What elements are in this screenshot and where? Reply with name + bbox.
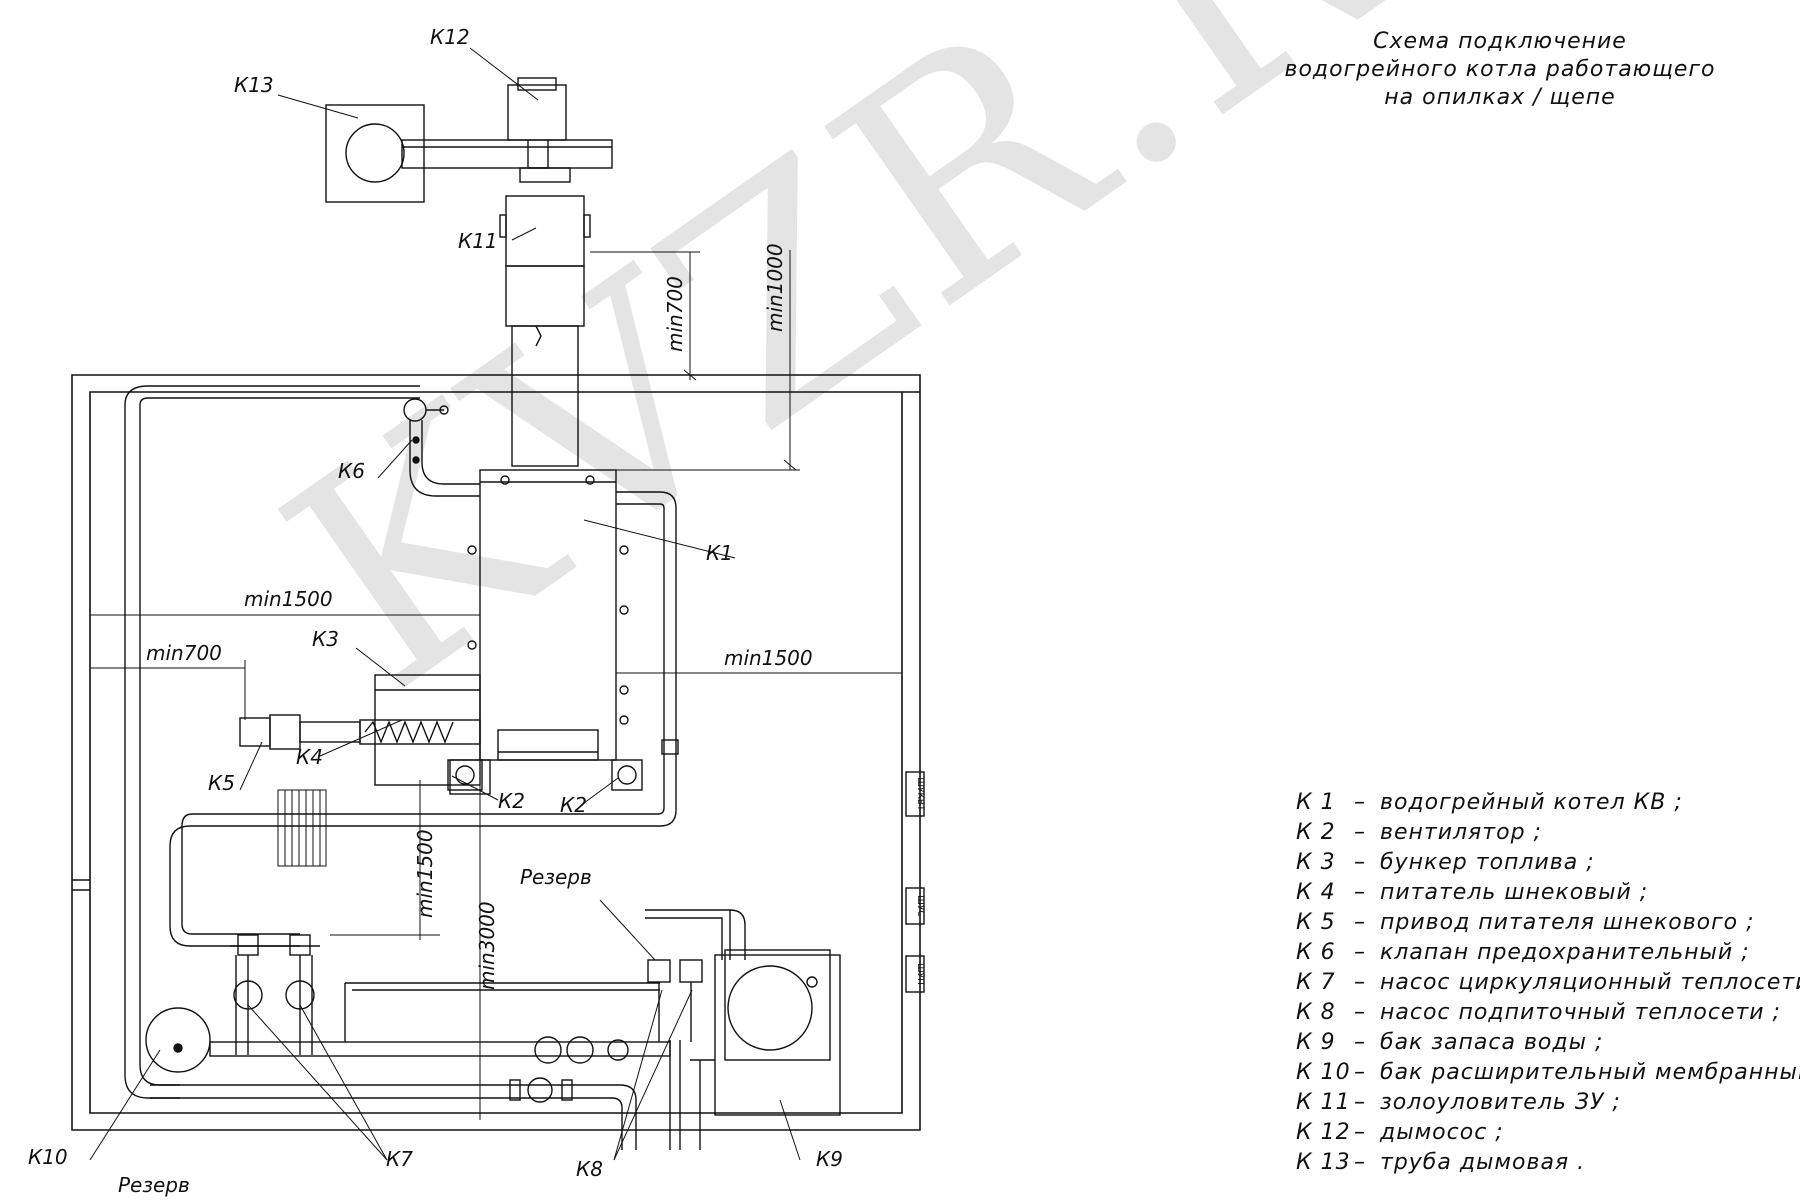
- label-k6: К6: [338, 459, 365, 483]
- legend-code: К 9: [1296, 1030, 1336, 1055]
- legend-code: К 1: [1296, 790, 1336, 815]
- chimney-k13: [325, 104, 613, 203]
- label-k2-first: К2: [498, 789, 525, 813]
- expansion-tank-k10: [145, 1007, 211, 1073]
- circulation-pumps-k7: [230, 934, 320, 1055]
- legend-item: К 8–насос подпиточный теплосети ;: [1296, 998, 1796, 1028]
- legend-item: К 3–бункер топлива ;: [1296, 848, 1796, 878]
- heat-exchanger: [277, 789, 327, 867]
- legend-item: К 1–водогрейный котел КВ ;: [1296, 788, 1796, 818]
- control-panels: [905, 771, 925, 993]
- legend-text: привод питателя шнекового ;: [1380, 910, 1755, 935]
- dim-min1500-vertical: min1500: [413, 829, 437, 918]
- legend-item: К 6–клапан предохранительный ;: [1296, 938, 1796, 968]
- legend-text: труба дымовая .: [1380, 1150, 1586, 1175]
- label-k11: К11: [458, 229, 498, 253]
- fans-k2: [447, 759, 643, 791]
- legend-item: К 4–питатель шнековый ;: [1296, 878, 1796, 908]
- water-tank-k9: [690, 909, 841, 1116]
- legend-code: К 2: [1296, 820, 1336, 845]
- legend-item: К 12–дымосос ;: [1296, 1118, 1796, 1148]
- legend-item: К 5–привод питателя шнекового ;: [1296, 908, 1796, 938]
- feeder-drive-k5: [239, 714, 361, 750]
- legend-code: К 3: [1296, 850, 1336, 875]
- title-line-2: водогрейного котла работающего: [1284, 57, 1716, 82]
- label-k3: К3: [312, 627, 339, 651]
- diagram-title: Схема подключение водогрейного котла раб…: [1240, 28, 1760, 112]
- legend-code: К 11: [1296, 1090, 1351, 1115]
- panel-shup-label: ШУП: [915, 963, 925, 985]
- bottom-pipeline: [150, 982, 671, 1150]
- legend-text: бак запаса воды ;: [1380, 1030, 1604, 1055]
- dim-min1500-horizontal: min1500: [244, 587, 333, 611]
- legend-item: К 2–вентилятор ;: [1296, 818, 1796, 848]
- legend-code: К 10: [1296, 1060, 1351, 1085]
- legend-code: К 12: [1296, 1120, 1351, 1145]
- dim-min1000-vertical: min1000: [763, 243, 787, 332]
- dim-min700-vertical: min700: [663, 276, 687, 352]
- legend-text: насос циркуляционный теплосети ;: [1380, 970, 1800, 995]
- leader-lines: [89, 47, 801, 1161]
- label-reserve-top: Резерв: [520, 865, 592, 889]
- legend-code: К 5: [1296, 910, 1336, 935]
- legend-item: К 13–труба дымовая .: [1296, 1148, 1796, 1178]
- dim-min3000-vertical: min3000: [475, 901, 499, 990]
- legend-text: дымосос ;: [1380, 1120, 1504, 1145]
- legend-item: К 9–бак запаса воды ;: [1296, 1028, 1796, 1058]
- legend: К 1–водогрейный котел КВ ; К 2–вентилято…: [1296, 788, 1800, 1178]
- label-k12: К12: [430, 25, 470, 49]
- legend-item: К 10–бак расширительный мембранный ;: [1296, 1058, 1800, 1088]
- legend-text: золоуловитель ЗУ ;: [1380, 1090, 1621, 1115]
- title-line-1: Схема подключение: [1373, 29, 1627, 54]
- legend-code: К 4: [1296, 880, 1336, 905]
- screw-feeder-k4: [359, 719, 481, 745]
- legend-text: питатель шнековый ;: [1380, 880, 1649, 905]
- legend-code: К 8: [1296, 1000, 1336, 1025]
- supply-pipes: [169, 491, 679, 947]
- legend-item: К 7–насос циркуляционный теплосети ;: [1296, 968, 1800, 998]
- panel-shus-label: ШУС: [915, 895, 925, 916]
- legend-text: бункер топлива ;: [1380, 850, 1595, 875]
- dim-min700-horizontal: min700: [146, 641, 222, 665]
- dimension-lines-top: [590, 250, 800, 471]
- legend-code: К 7: [1296, 970, 1336, 995]
- legend-item: К 11–золоуловитель ЗУ ;: [1296, 1088, 1796, 1118]
- legend-code: К 13: [1296, 1150, 1351, 1175]
- ash-catcher-k11: [499, 195, 591, 467]
- label-k4: К4: [296, 745, 323, 769]
- panel-shukvt-label: ШУКВТ: [915, 777, 925, 811]
- label-k8: К8: [576, 1157, 603, 1181]
- label-k2-second: К2: [560, 793, 587, 817]
- boiler-k1: [467, 469, 629, 761]
- label-k1: К1: [706, 541, 733, 565]
- legend-text: клапан предохранительный ;: [1380, 940, 1750, 965]
- label-reserve-bottom: Резерв: [118, 1173, 190, 1197]
- label-k10: К10: [28, 1145, 68, 1169]
- legend-text: насос подпиточный теплосети ;: [1380, 1000, 1781, 1025]
- legend-text: водогрейный котел КВ ;: [1380, 790, 1683, 815]
- label-k5: К5: [208, 771, 235, 795]
- smoke-exhauster-k12: [507, 77, 571, 183]
- label-k7: К7: [386, 1147, 413, 1171]
- legend-text: бак расширительный мембранный ;: [1380, 1060, 1800, 1085]
- label-k13: К13: [234, 73, 274, 97]
- legend-text: вентилятор ;: [1380, 820, 1542, 845]
- room-walls: [71, 374, 921, 1131]
- label-k9: К9: [816, 1147, 843, 1171]
- legend-code: К 6: [1296, 940, 1336, 965]
- title-line-3: на опилках / щепе: [1384, 85, 1616, 110]
- makeup-pumps-k8: [645, 909, 731, 1150]
- dim-min1500-right: min1500: [724, 646, 813, 670]
- dimension-lines: [90, 614, 902, 1120]
